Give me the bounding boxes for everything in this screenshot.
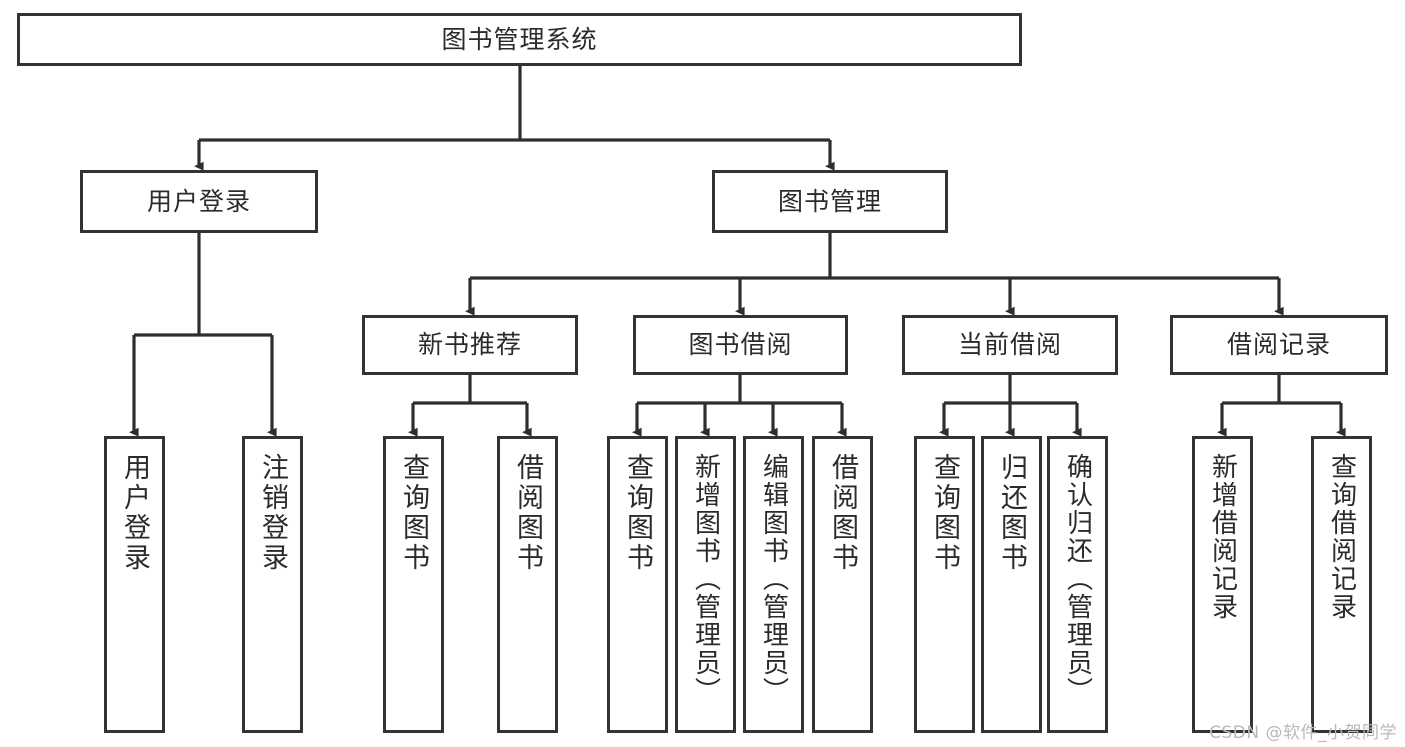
- node-label: 借阅记录: [1226, 330, 1331, 360]
- leaf-record-query-record[interactable]: 查询借阅记录: [1311, 436, 1372, 733]
- node-label: 查询借阅记录: [1326, 453, 1357, 621]
- leaf-recommend-query-book[interactable]: 查询图书: [383, 436, 444, 733]
- leaf-borrow-query-book[interactable]: 查询图书: [607, 436, 668, 733]
- node-label: 图书借阅: [688, 330, 793, 360]
- node-borrow-record[interactable]: 借阅记录: [1170, 315, 1388, 375]
- node-root-system[interactable]: 图书管理系统: [17, 13, 1022, 66]
- node-label: 用户登录: [119, 453, 150, 573]
- leaf-current-confirm-return-admin[interactable]: 确认归还（管理员）: [1047, 436, 1108, 733]
- node-label: 新增图书（管理员）: [690, 453, 721, 705]
- node-label: 当前借阅: [957, 330, 1062, 360]
- csdn-watermark: CSDN @软件_小贺同学: [1209, 723, 1397, 743]
- node-label: 新书推荐: [417, 330, 522, 360]
- node-label: 借阅图书: [827, 453, 858, 573]
- node-label: 查询图书: [929, 453, 960, 573]
- node-label: 编辑图书（管理员）: [758, 453, 789, 705]
- leaf-user-login-signout[interactable]: 注销登录: [242, 436, 303, 733]
- node-label: 图书管理系统: [441, 24, 598, 54]
- node-label: 归还图书: [996, 453, 1027, 573]
- leaf-user-login-signin[interactable]: 用户登录: [104, 436, 165, 733]
- leaf-borrow-borrow-book[interactable]: 借阅图书: [812, 436, 873, 733]
- node-label: 查询图书: [398, 453, 429, 573]
- leaf-recommend-borrow-book[interactable]: 借阅图书: [497, 436, 558, 733]
- node-label: 借阅图书: [512, 453, 543, 573]
- node-label: 图书管理: [777, 186, 882, 216]
- leaf-current-return-book[interactable]: 归还图书: [981, 436, 1042, 733]
- node-label: 查询图书: [622, 453, 653, 573]
- node-label: 新增借阅记录: [1207, 453, 1238, 621]
- node-new-book-recommend[interactable]: 新书推荐: [362, 315, 578, 375]
- node-book-management[interactable]: 图书管理: [712, 170, 948, 233]
- leaf-current-query-book[interactable]: 查询图书: [914, 436, 975, 733]
- leaf-record-add-record[interactable]: 新增借阅记录: [1192, 436, 1253, 733]
- node-label: 注销登录: [257, 453, 288, 573]
- node-label: 用户登录: [146, 186, 251, 216]
- node-current-borrow[interactable]: 当前借阅: [902, 315, 1118, 375]
- leaf-borrow-add-book-admin[interactable]: 新增图书（管理员）: [675, 436, 736, 733]
- node-user-login[interactable]: 用户登录: [80, 170, 318, 233]
- node-label: 确认归还（管理员）: [1062, 453, 1093, 705]
- node-book-borrow[interactable]: 图书借阅: [633, 315, 848, 375]
- leaf-borrow-edit-book-admin[interactable]: 编辑图书（管理员）: [743, 436, 804, 733]
